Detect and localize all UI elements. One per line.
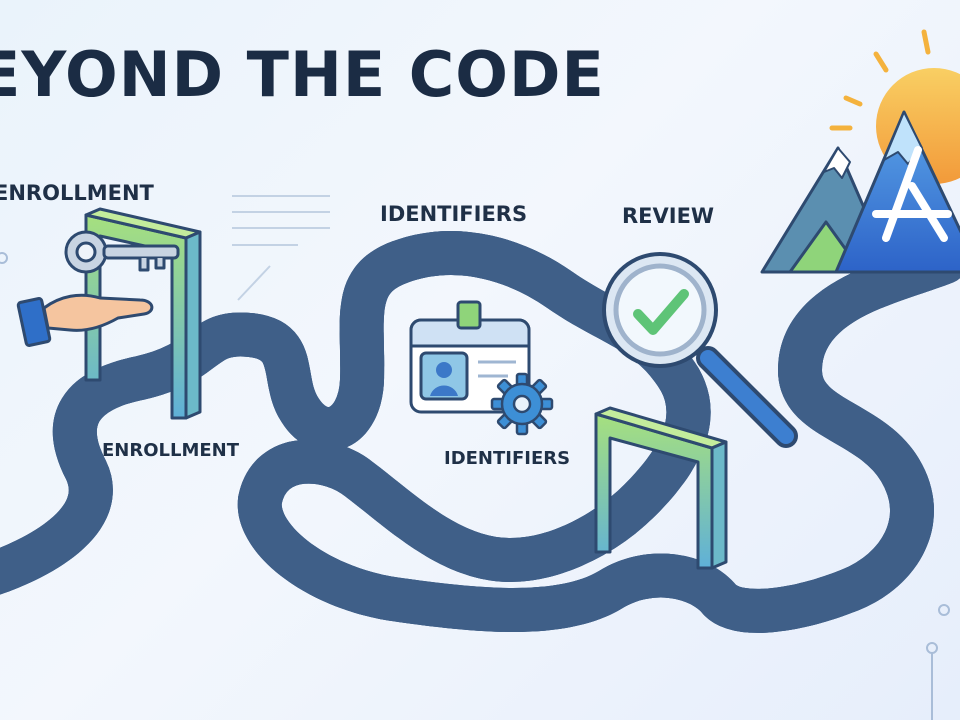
- identifiers-gate: [594, 406, 728, 570]
- key-icon: [64, 230, 180, 274]
- stage-label-enrollment-road: ENROLLMENT: [102, 440, 240, 461]
- checkmark-icon: [633, 289, 689, 335]
- hand-icon: [16, 293, 154, 347]
- decor-dots: [0, 252, 950, 720]
- mountain-peaks: [760, 110, 960, 274]
- app-store-icon: [872, 146, 952, 242]
- road: [0, 253, 960, 611]
- decor-lines: [232, 195, 330, 301]
- stage-label-identifiers: IDENTIFIERS: [380, 202, 528, 226]
- gear-icon: [490, 372, 554, 436]
- stage-label-review: REVIEW: [622, 204, 715, 228]
- magnifier-icon: [602, 252, 798, 448]
- stage-label-identifiers-road: IDENTIFIERS: [444, 448, 571, 469]
- stage-label-enrollment: ENROLLMENT: [0, 181, 154, 205]
- page-title: EYOND THE CODE: [0, 38, 605, 111]
